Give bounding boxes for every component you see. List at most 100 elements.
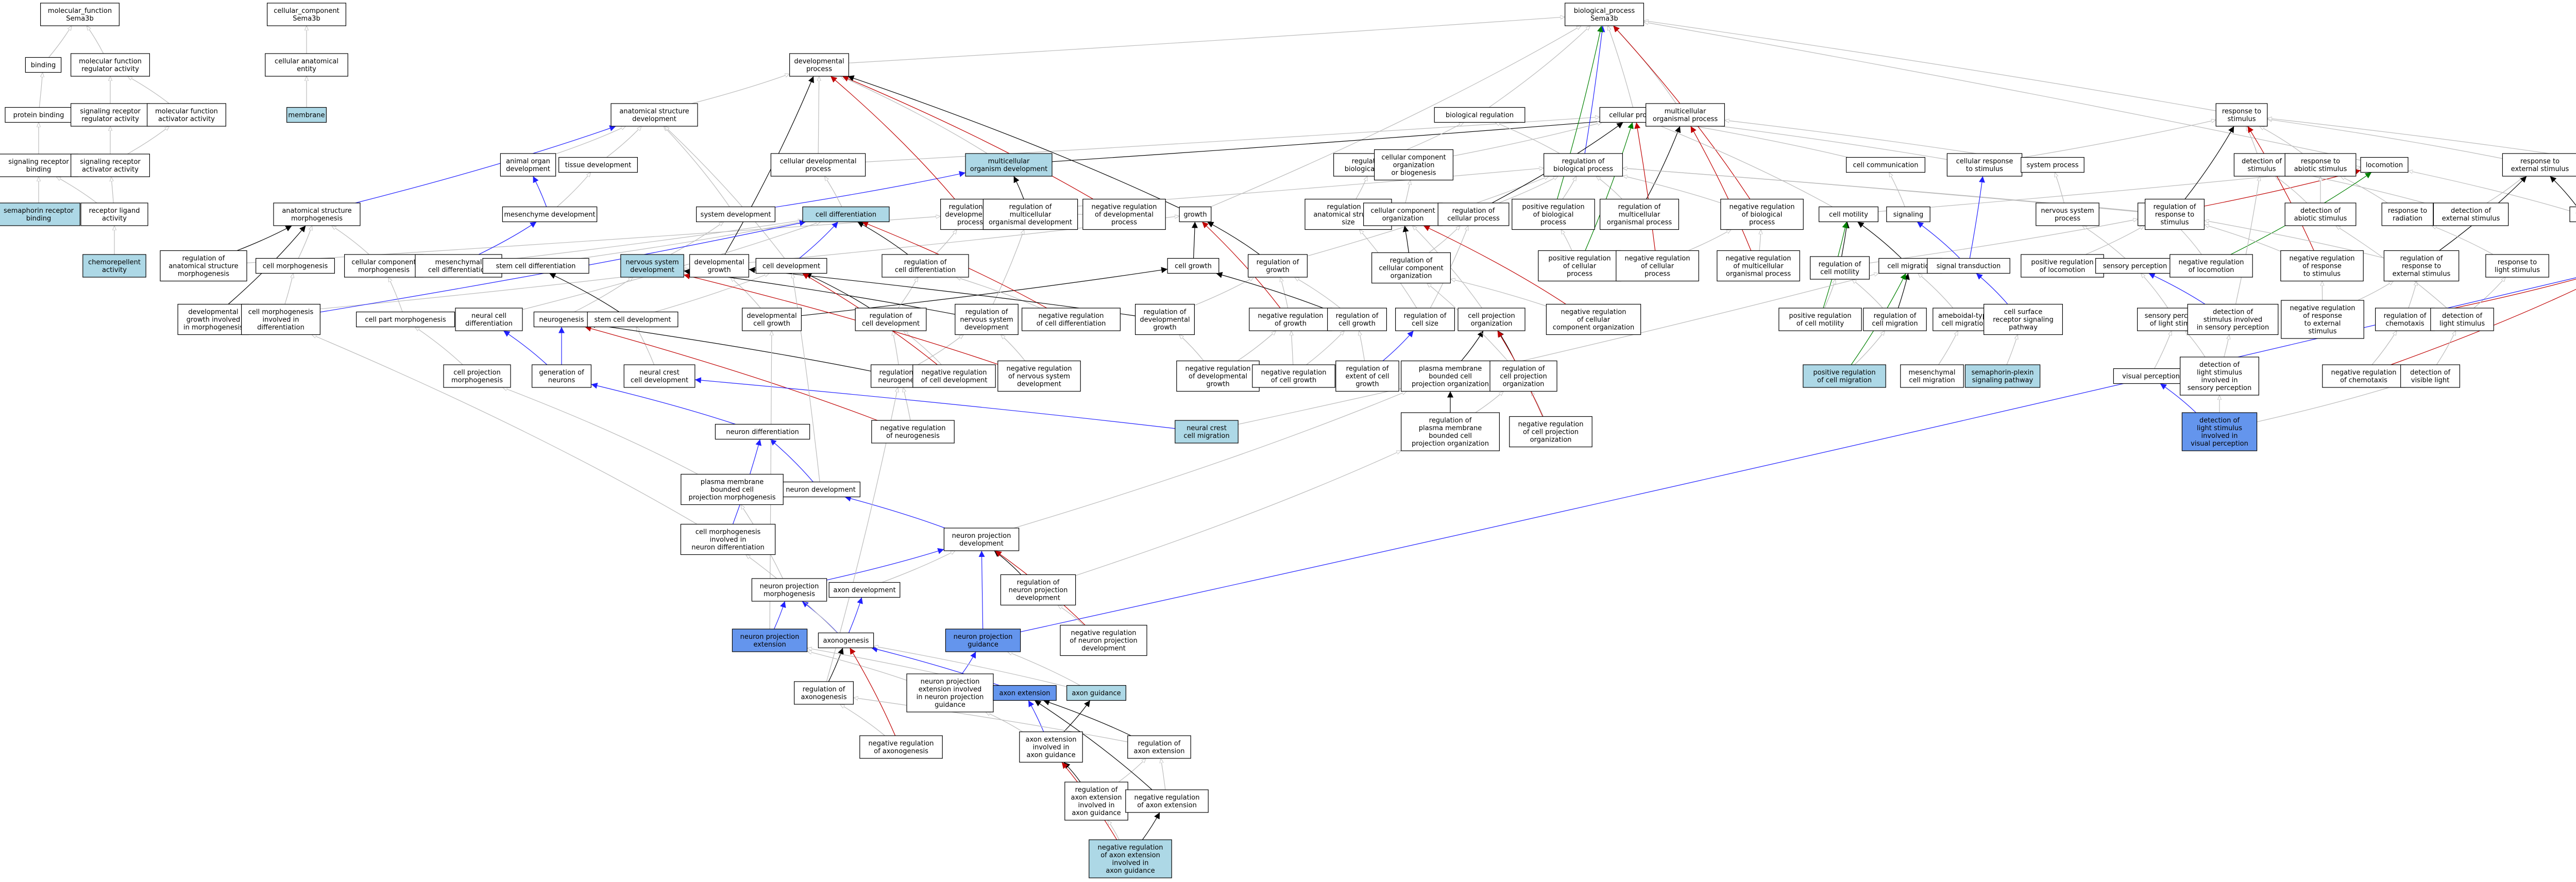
term-node-sysdev[interactable]: system development [696, 206, 775, 223]
term-node-biolreg[interactable]: biological regulation [1434, 107, 1526, 123]
term-node-cellgrowth[interactable]: cell growth [1167, 258, 1219, 274]
term-node-cellcomm[interactable]: cell communication [1846, 157, 1926, 173]
term-node-sigtrans[interactable]: signal transduction [1927, 258, 2010, 274]
term-node-locomotion[interactable]: locomotion [2360, 157, 2409, 173]
term-node-visperc[interactable]: visual perception [2113, 368, 2189, 384]
term-node-celldev[interactable]: cell development [755, 258, 827, 274]
term-node-stemdev[interactable]: stem cell development [587, 311, 679, 328]
term-node-mesdev[interactable]: mesenchyme development [502, 206, 598, 223]
term-node-tissuedev[interactable]: tissue development [558, 157, 638, 173]
term-node-growth[interactable]: growth [1179, 206, 1212, 223]
term-node-celldiff[interactable]: cell differentiation [802, 206, 890, 223]
term-node-membrane[interactable]: membrane [286, 107, 327, 123]
term-node-neurodiff[interactable]: neuron differentiation [715, 423, 810, 440]
term-node-signaling[interactable]: signaling [1886, 206, 1930, 223]
term-node-stemdiff[interactable]: stem cell differentiation [482, 258, 589, 274]
term-node-taxis[interactable]: taxis [2569, 206, 2576, 223]
term-node-neurogenesis[interactable]: neurogenesis [533, 311, 590, 328]
term-node-neurodev[interactable]: neuron development [781, 481, 860, 498]
term-node-protbind[interactable]: protein binding [5, 107, 73, 123]
term-node-axonext[interactable]: axon extension [993, 685, 1057, 701]
term-node-sysproc[interactable]: system process [2021, 157, 2084, 173]
term-node-cellpartmorph[interactable]: cell part morphogenesis [355, 311, 455, 328]
term-node-axonogenesis[interactable]: axonogenesis [818, 632, 874, 649]
term-node-axonguid[interactable]: axon guidance [1066, 685, 1127, 701]
